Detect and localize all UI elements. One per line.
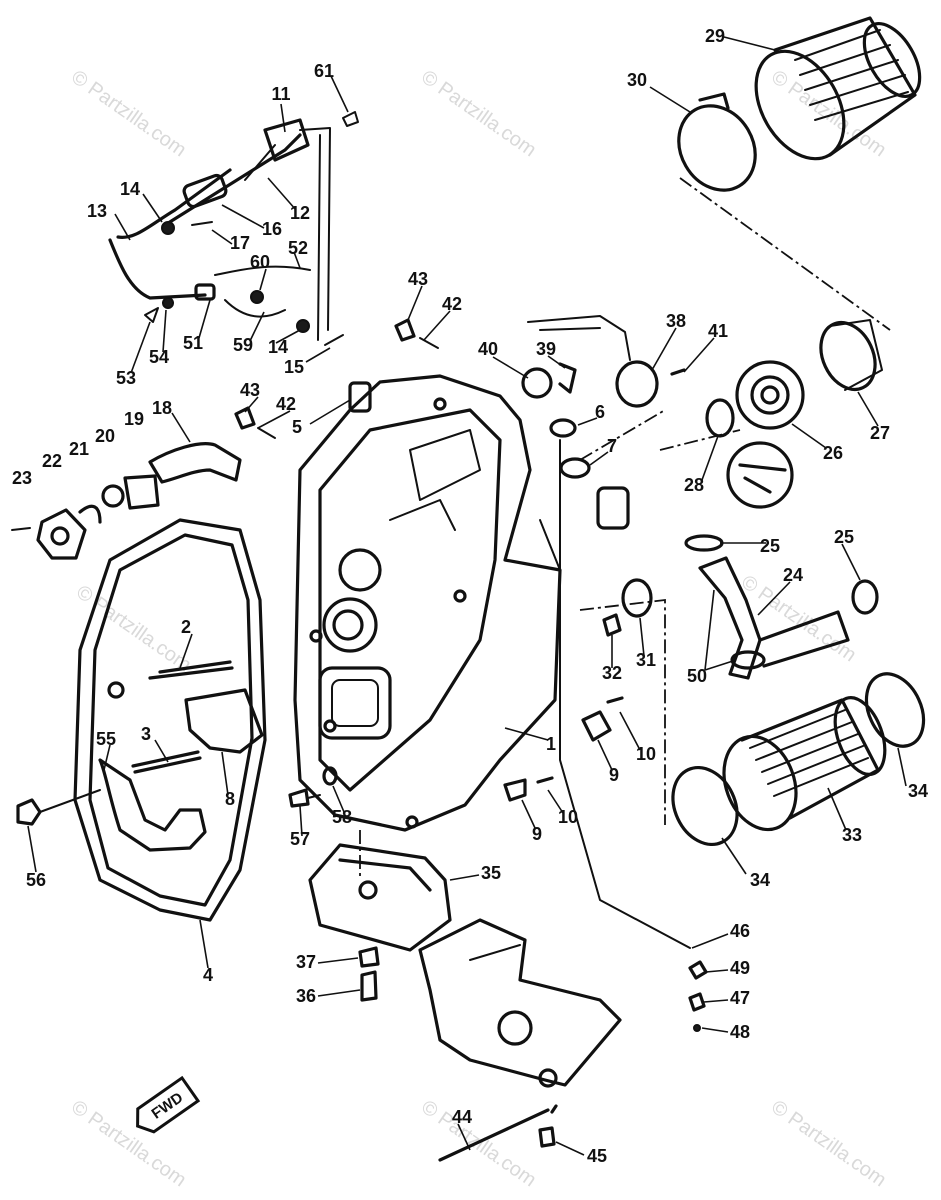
bellows-assembly xyxy=(503,16,926,847)
callout-25: 25 xyxy=(760,536,780,556)
callout-43: 43 xyxy=(408,269,428,289)
callout-18: 18 xyxy=(152,398,172,418)
callout-34: 34 xyxy=(908,781,928,801)
callout-28: 28 xyxy=(684,475,704,495)
callout-23: 23 xyxy=(12,468,32,488)
callout-48: 48 xyxy=(730,1022,750,1042)
callout-13: 13 xyxy=(87,201,107,221)
callout-12: 12 xyxy=(290,203,310,223)
callout-9: 9 xyxy=(532,824,542,844)
leader-lines xyxy=(27,36,907,1156)
forward-arrow-icon xyxy=(136,1075,201,1134)
callout-9: 9 xyxy=(609,765,619,785)
callout-20: 20 xyxy=(95,426,115,446)
callout-10: 10 xyxy=(558,807,578,827)
callout-5: 5 xyxy=(292,417,302,437)
callout-8: 8 xyxy=(225,789,235,809)
callout-44: 44 xyxy=(452,1107,472,1127)
callout-2: 2 xyxy=(181,617,191,637)
callout-26: 26 xyxy=(823,443,843,463)
callout-38: 38 xyxy=(666,311,686,331)
callout-21: 21 xyxy=(69,439,89,459)
callout-17: 17 xyxy=(230,233,250,253)
callout-15: 15 xyxy=(284,357,304,377)
callout-10: 10 xyxy=(636,744,656,764)
callout-24: 24 xyxy=(783,565,803,585)
callout-16: 16 xyxy=(262,219,282,239)
callout-59: 59 xyxy=(233,335,253,355)
side-plate xyxy=(11,442,267,922)
callout-43: 43 xyxy=(240,380,260,400)
callout-11: 11 xyxy=(271,84,290,104)
callout-14: 14 xyxy=(120,179,140,199)
callout-29: 29 xyxy=(705,26,725,46)
callout-60: 60 xyxy=(250,252,270,272)
callout-layer: 1234567899101011121314141516171819202122… xyxy=(12,26,928,1166)
callout-7: 7 xyxy=(607,436,617,456)
callout-30: 30 xyxy=(627,70,647,90)
forward-direction-badge: FWD xyxy=(136,1075,201,1134)
callout-19: 19 xyxy=(124,409,144,429)
callout-36: 36 xyxy=(296,986,316,1006)
callout-25: 25 xyxy=(834,527,854,547)
callout-4: 4 xyxy=(203,965,213,985)
callout-61: 61 xyxy=(314,61,334,81)
callout-37: 37 xyxy=(296,952,316,972)
callout-34: 34 xyxy=(750,870,770,890)
callout-6: 6 xyxy=(595,402,605,422)
callout-31: 31 xyxy=(636,650,656,670)
callout-1: 1 xyxy=(546,734,556,754)
callout-52: 52 xyxy=(288,238,308,258)
callout-55: 55 xyxy=(96,729,116,749)
watermark: © Partzilla.com xyxy=(67,66,190,161)
callout-58: 58 xyxy=(332,807,352,827)
callout-33: 33 xyxy=(842,825,862,845)
callout-42: 42 xyxy=(442,294,462,314)
callout-49: 49 xyxy=(730,958,750,978)
watermark: © Partzilla.com xyxy=(72,581,195,676)
lower-assembly xyxy=(308,439,708,1162)
callout-54: 54 xyxy=(149,347,169,367)
hose-assembly xyxy=(108,111,359,346)
callout-35: 35 xyxy=(481,863,501,883)
watermark: © Partzilla.com xyxy=(417,66,540,161)
callout-14: 14 xyxy=(268,337,288,357)
callout-47: 47 xyxy=(730,988,750,1008)
callout-32: 32 xyxy=(602,663,622,683)
callout-51: 51 xyxy=(183,333,203,353)
callout-42: 42 xyxy=(276,394,296,414)
callout-45: 45 xyxy=(587,1146,607,1166)
callout-40: 40 xyxy=(478,339,498,359)
callout-53: 53 xyxy=(116,368,136,388)
callout-57: 57 xyxy=(290,829,310,849)
callout-39: 39 xyxy=(536,339,556,359)
callout-50: 50 xyxy=(687,666,707,686)
callout-46: 46 xyxy=(730,921,750,941)
callout-3: 3 xyxy=(141,724,151,744)
callout-27: 27 xyxy=(870,423,890,443)
watermark: © Partzilla.com xyxy=(767,1096,890,1191)
callout-56: 56 xyxy=(26,870,46,890)
callout-22: 22 xyxy=(42,451,62,471)
callout-41: 41 xyxy=(708,321,728,341)
